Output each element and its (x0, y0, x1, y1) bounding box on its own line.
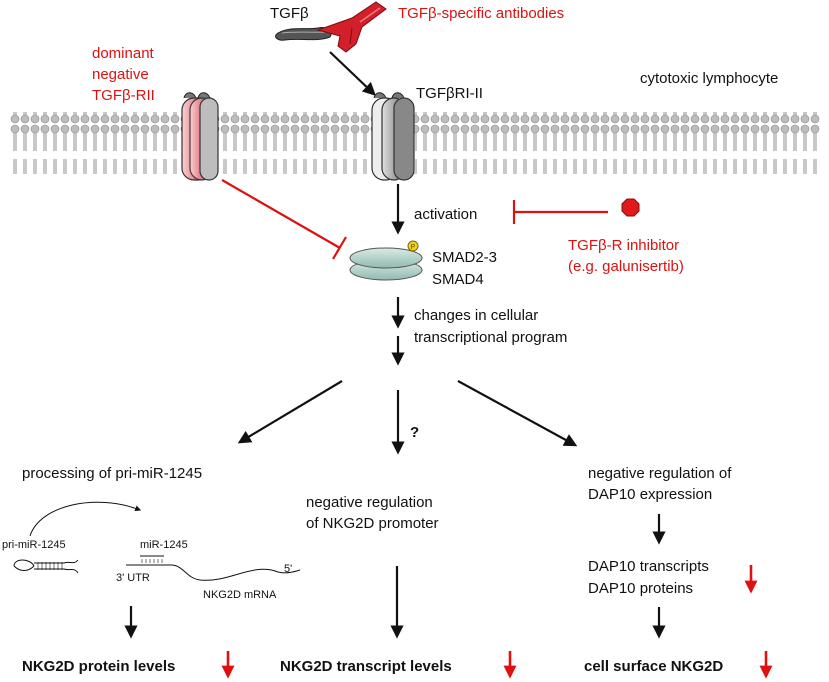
dap10-line1: DAP10 transcripts (588, 558, 709, 575)
pri-mir-label: pri-miR-1245 (2, 539, 66, 551)
dominant-negative-receptor-icon (181, 92, 219, 181)
dap10-line2: DAP10 proteins (588, 580, 693, 597)
utr-label: 3' UTR (116, 572, 150, 584)
processing-label: processing of pri-miR-1245 (22, 465, 202, 482)
changes-line2: transcriptional program (414, 329, 567, 346)
surface-label: cell surface NKG2D (584, 658, 723, 675)
dominant-negative-inhibition-line (221, 179, 341, 249)
receptor-label: TGFβRI-II (416, 85, 483, 102)
ligand-binding-arrow (329, 51, 376, 96)
transcript-levels-label: NKG2D transcript levels (280, 658, 452, 675)
tgfb-ligand-icon (275, 27, 332, 41)
dominant-negative-inhibition-bar (332, 236, 347, 260)
neg-reg-dap10-line2: DAP10 expression (588, 486, 712, 503)
inhibitor-line2: (e.g. galunisertib) (568, 258, 684, 275)
dominant-negative-line1: dominant (92, 45, 155, 62)
dominant-negative-line2: negative (92, 66, 149, 83)
branch-right-arrow (457, 380, 578, 447)
smad-complex-icon: P (349, 240, 423, 281)
cell-membrane (10, 112, 820, 174)
mir-label: miR-1245 (140, 539, 188, 551)
mirna-processing-icon (13, 501, 301, 581)
dominant-negative-line3: TGFβ-RII (92, 87, 155, 104)
svg-text:P: P (411, 244, 416, 251)
inhibitor-line1: TGFβ-R inhibitor (568, 237, 679, 254)
inhibitor-molecule-icon (621, 198, 640, 217)
neg-reg-promoter-line1: negative regulation (306, 494, 433, 511)
five-prime-label: 5' (284, 563, 292, 575)
activation-label: activation (414, 206, 477, 223)
mrna-label: NKG2D mRNA (203, 589, 277, 601)
branch-left-arrow (237, 380, 343, 444)
changes-line1: changes in cellular (414, 307, 538, 324)
neg-reg-promoter-line2: of NKG2D promoter (306, 515, 439, 532)
cell-type-label: cytotoxic lymphocyte (640, 70, 778, 87)
tgfb-label: TGFβ (270, 5, 309, 22)
antibody-icon (316, 1, 387, 53)
question-mark: ? (410, 424, 419, 441)
smad23-label: SMAD2-3 (432, 249, 497, 266)
protein-levels-label: NKG2D protein levels (22, 658, 175, 675)
tgfb-receptor-icon (371, 92, 415, 181)
antibodies-label: TGFβ-specific antibodies (398, 5, 564, 22)
smad4-label: SMAD4 (432, 271, 484, 288)
neg-reg-dap10-line1: negative regulation of (588, 465, 732, 482)
